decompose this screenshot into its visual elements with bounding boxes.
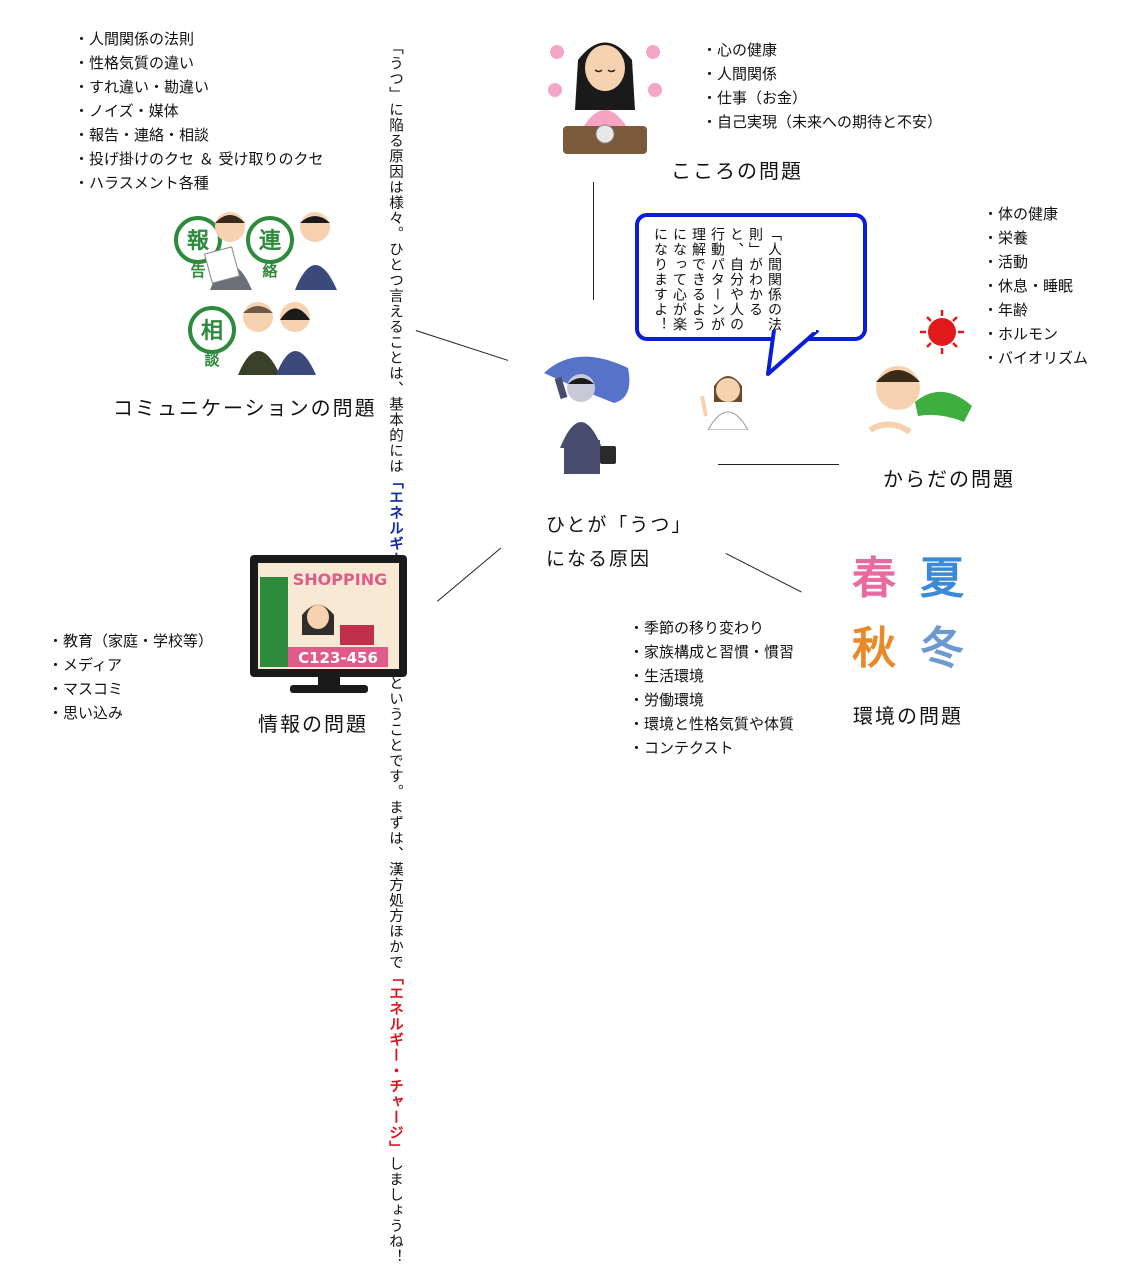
list-item: 栄養 <box>983 226 1088 250</box>
connector-communication <box>415 330 509 362</box>
depressed-businessman-illustration <box>544 356 630 474</box>
list-item: メディア <box>48 653 213 677</box>
list-item: 性格気質の違い <box>74 51 324 75</box>
season-autumn: 秋 <box>852 623 896 674</box>
list-item: 年齢 <box>983 298 1088 322</box>
speech-bubble-tail <box>766 330 820 376</box>
list-item: ホルモン <box>983 322 1088 346</box>
list-item: すれ違い・勘違い <box>74 75 324 99</box>
list-item: 環境と性格気質や体質 <box>629 712 794 736</box>
list-item: ハラスメント各種 <box>74 171 324 195</box>
business-people-illustration: 報 告 連 絡 相 談 <box>174 212 337 375</box>
note-text: 「うつ」に陥る原因は様々。ひとつ言えることは、基本的には「エネルギー不足」な状態… <box>387 40 403 1265</box>
tv-shopping-illustration: SHOPPING C123-456 <box>250 555 407 693</box>
kokoro-title: こころの問題 <box>671 159 803 183</box>
tv-phone-number: C123-456 <box>298 649 378 667</box>
list-item: 人間関係 <box>702 62 942 86</box>
tv-banner: SHOPPING <box>293 570 387 589</box>
list-item: 労働環境 <box>629 688 794 712</box>
list-item: 仕事（お金） <box>702 86 942 110</box>
karada-list: 体の健康 栄養 活動 休息・睡眠 年齢 ホルモン バイオリズム <box>983 202 1088 370</box>
list-item: 季節の移り変わり <box>629 616 794 640</box>
list-item: 人間関係の法則 <box>74 27 324 51</box>
exhausted-person-sun-illustration <box>868 310 972 435</box>
list-item: 思い込み <box>48 701 213 725</box>
connector-karada <box>718 464 839 466</box>
communication-list: 人間関係の法則 性格気質の違い すれ違い・勘違い ノイズ・媒体 報告・連絡・相談… <box>74 27 324 195</box>
list-item: 家族構成と習慣・慣習 <box>629 640 794 664</box>
badge-raku: 絡 <box>262 262 278 280</box>
connector-kokoro <box>592 182 594 300</box>
season-summer: 夏 <box>920 553 964 604</box>
list-item: マスコミ <box>48 677 213 701</box>
list-item: 活動 <box>983 250 1088 274</box>
list-item: 休息・睡眠 <box>983 274 1088 298</box>
center-title: ひとが「うつ」 になる原因 <box>546 514 693 570</box>
list-item: ノイズ・媒体 <box>74 99 324 123</box>
badge-sou: 相 <box>201 319 223 344</box>
kankyo-title: 環境の問題 <box>853 704 963 728</box>
badge-dan: 談 <box>204 351 220 369</box>
season-winter: 冬 <box>920 623 964 674</box>
list-item: 自己実現（未来への期待と不安） <box>702 110 942 134</box>
joho-title: 情報の問題 <box>258 712 368 736</box>
speech-bubble-text: 「人間関係の法則」がわかると、自分や人の行動パターンが理解できるようになって心が… <box>652 227 782 332</box>
badge-ho: 報 <box>187 228 210 254</box>
kokoro-list: 心の健康 人間関係 仕事（お金） 自己実現（未来への期待と不安） <box>702 38 942 134</box>
joho-list: 教育（家庭・学校等） メディア マスコミ 思い込み <box>48 629 213 725</box>
list-item: 体の健康 <box>983 202 1088 226</box>
connector-kankyo <box>725 553 802 593</box>
list-item: コンテクスト <box>629 736 794 760</box>
list-item: 心の健康 <box>702 38 942 62</box>
communication-title: コミュニケーションの問題 <box>113 396 377 420</box>
speech-bubble <box>635 213 867 341</box>
doctor-illustration <box>700 376 749 430</box>
list-item: 報告・連絡・相談 <box>74 123 324 147</box>
list-item: 教育（家庭・学校等） <box>48 629 213 653</box>
badge-ren: 連 <box>259 229 282 254</box>
list-item: 投げ掛けのクセ ＆ 受け取りのクセ <box>74 147 324 171</box>
connector-joho <box>437 547 502 602</box>
list-item: 生活環境 <box>629 664 794 688</box>
season-spring: 春 <box>852 553 896 604</box>
meditating-woman-illustration <box>548 42 662 154</box>
kankyo-list: 季節の移り変わり 家族構成と習慣・慣習 生活環境 労働環境 環境と性格気質や体質… <box>629 616 794 760</box>
karada-title: からだの問題 <box>883 467 1015 491</box>
list-item: バイオリズム <box>983 346 1088 370</box>
badge-koku: 告 <box>190 262 205 280</box>
